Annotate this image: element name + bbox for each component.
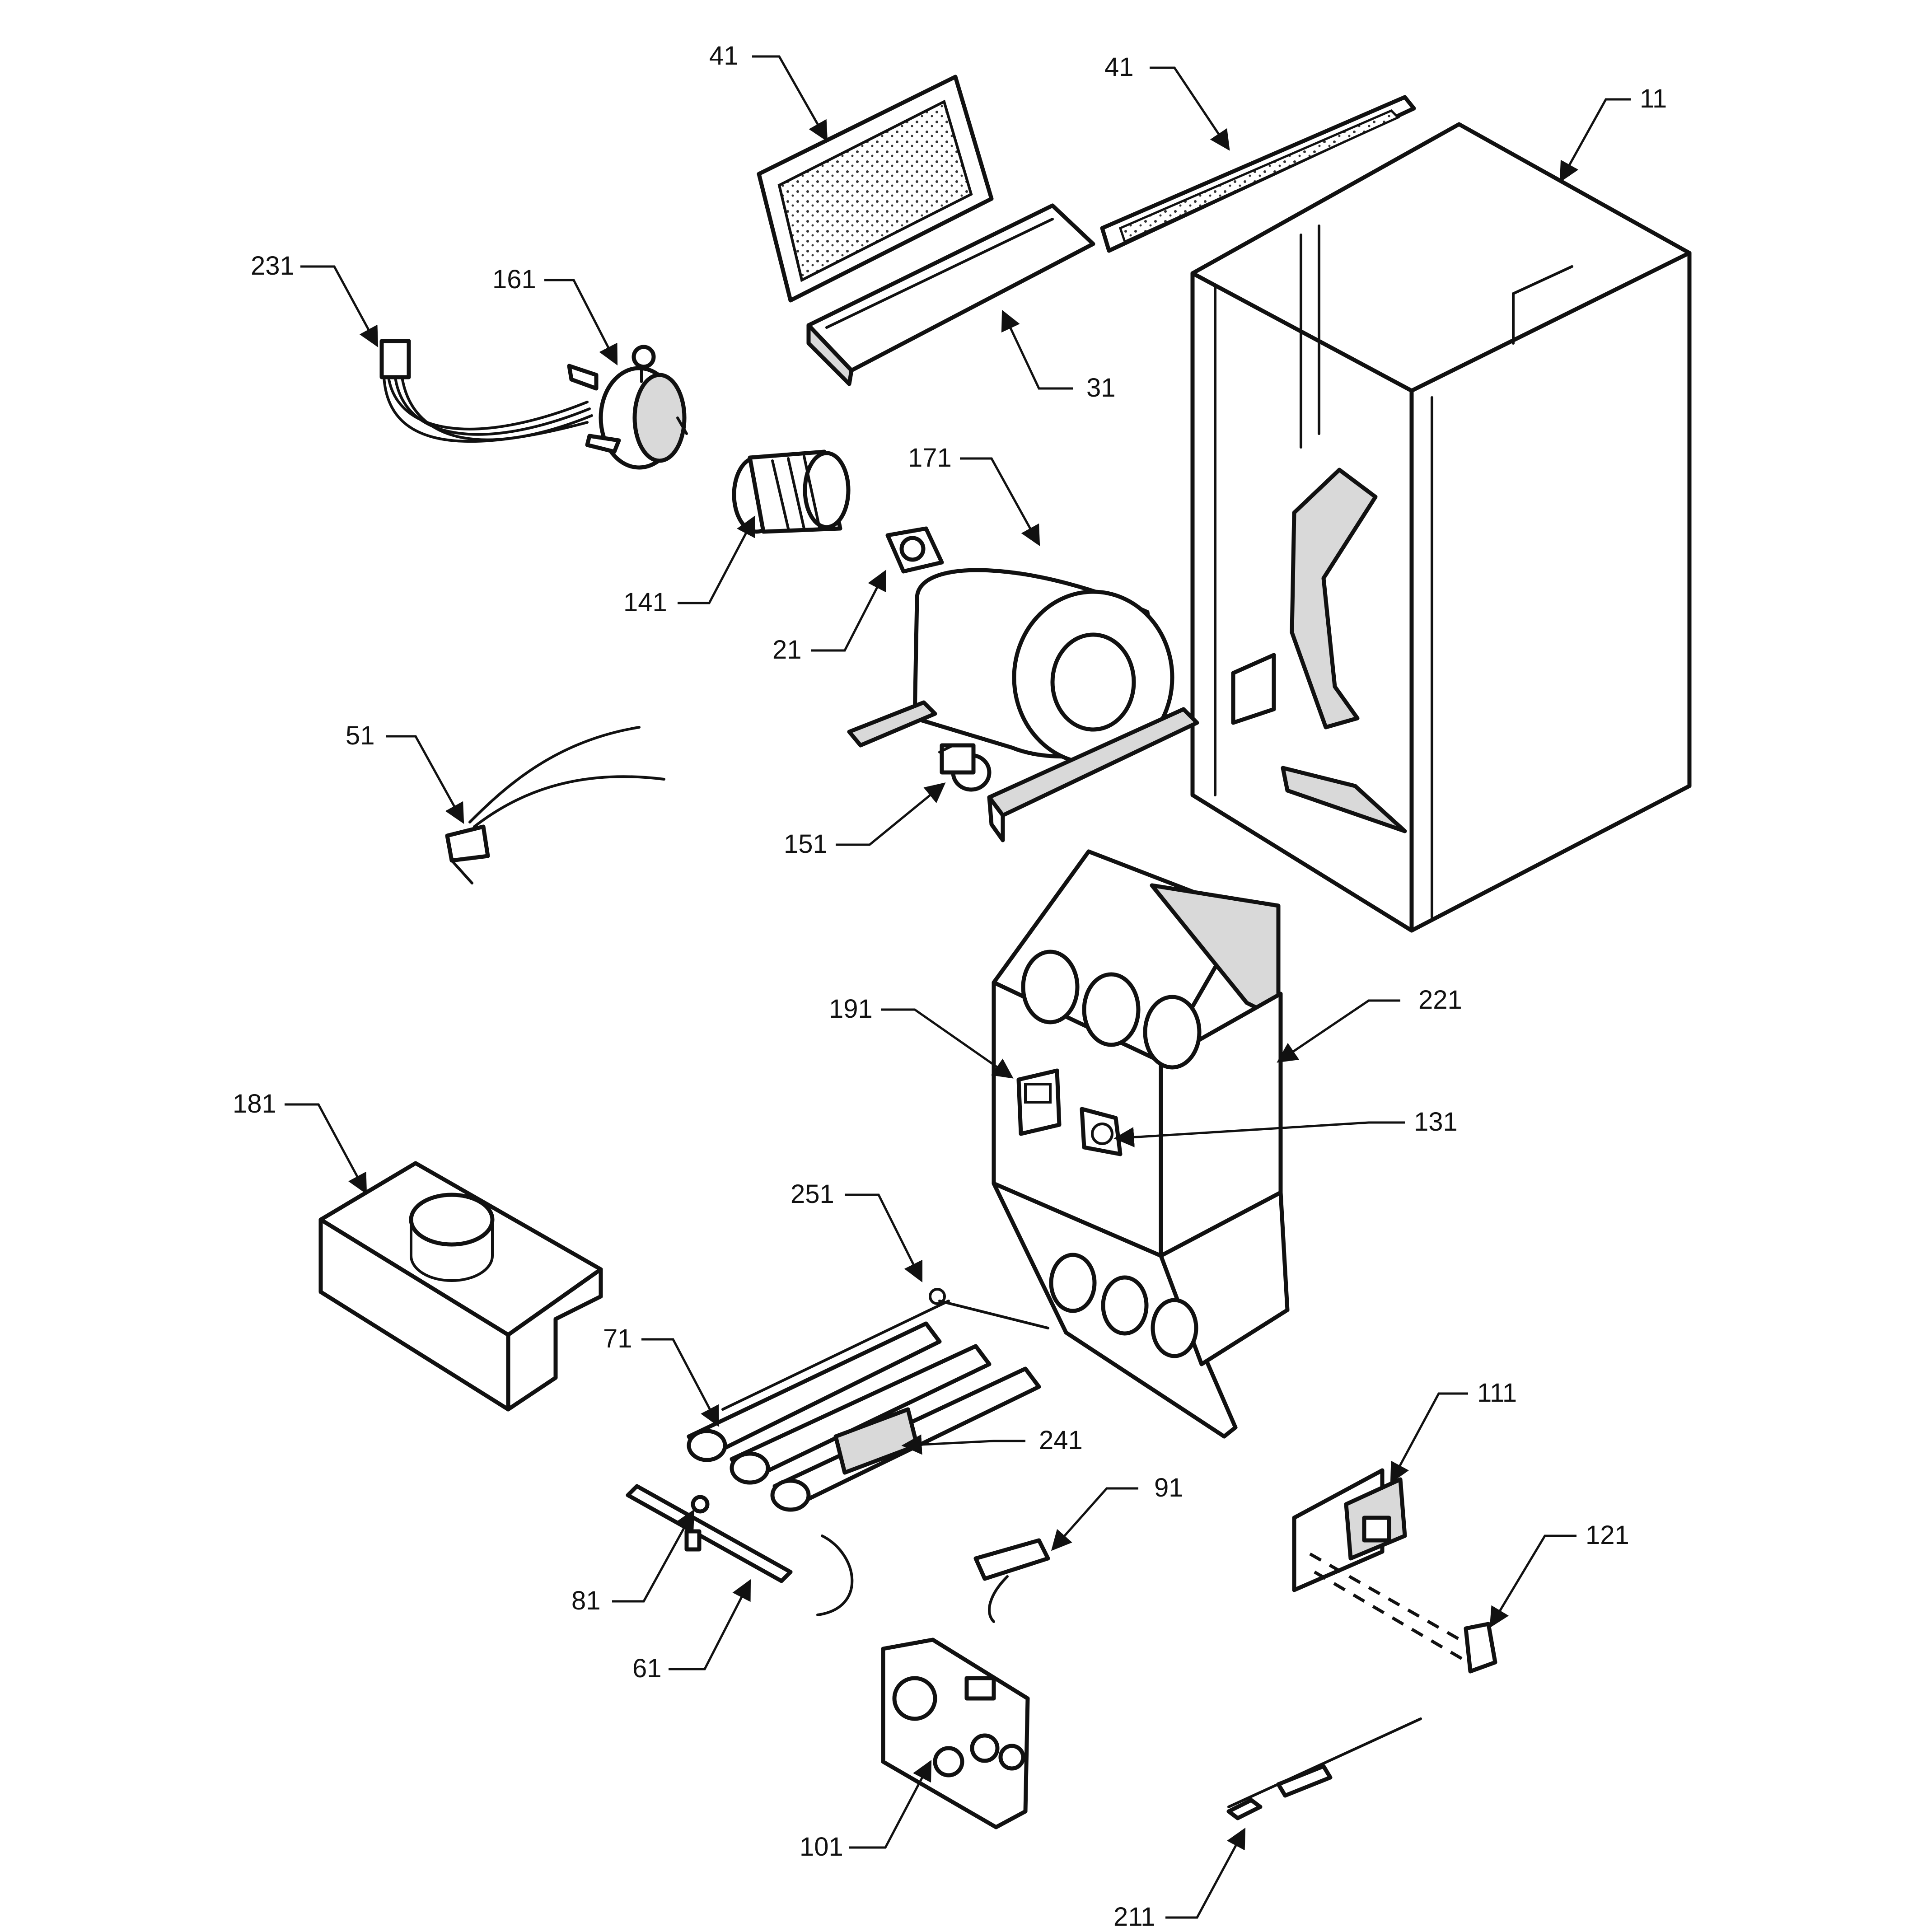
heat-exchanger-part bbox=[992, 849, 1290, 1439]
callout-label-91: 91 bbox=[1154, 1473, 1184, 1502]
filter-part-right bbox=[1100, 95, 1416, 253]
callout-label-141: 141 bbox=[623, 588, 667, 617]
relay-part bbox=[1309, 1552, 1497, 1674]
callout-111: 111 bbox=[1390, 1378, 1517, 1483]
callout-label-191: 191 bbox=[829, 994, 873, 1024]
thermocouple-part bbox=[1226, 1717, 1422, 1820]
callout-label-131: 131 bbox=[1414, 1107, 1458, 1137]
callout-label-61: 61 bbox=[632, 1654, 662, 1683]
filter-rack-part bbox=[806, 203, 1095, 386]
callout-151: 151 bbox=[784, 782, 946, 859]
callout-191: 191 bbox=[829, 994, 1014, 1079]
wiring-harness-part bbox=[379, 339, 593, 443]
callout-label-21: 21 bbox=[772, 635, 802, 664]
callout-label-181: 181 bbox=[233, 1089, 276, 1118]
burner-assembly-part bbox=[687, 1288, 1049, 1512]
callout-label-121: 121 bbox=[1586, 1520, 1629, 1550]
callout-61: 61 bbox=[632, 1579, 751, 1683]
callout-141: 141 bbox=[623, 515, 756, 617]
vent-box-part bbox=[318, 1161, 603, 1412]
callout-241: 241 bbox=[901, 1426, 1083, 1455]
callout-171: 171 bbox=[908, 443, 1040, 546]
callout-label-101: 101 bbox=[800, 1832, 843, 1862]
capacitor-part bbox=[938, 743, 992, 792]
callout-label-171: 171 bbox=[908, 443, 952, 472]
callout-161: 161 bbox=[492, 265, 618, 366]
blower-motor-part bbox=[567, 345, 688, 470]
callout-221: 221 bbox=[1277, 985, 1462, 1063]
callout-label-151: 151 bbox=[784, 829, 828, 859]
callout-label-71: 71 bbox=[603, 1324, 632, 1353]
callout-label-41-left: 41 bbox=[709, 41, 739, 70]
callout-41-right: 41 bbox=[1104, 52, 1230, 151]
callout-label-111: 111 bbox=[1477, 1378, 1517, 1408]
callout-91: 91 bbox=[1051, 1473, 1184, 1551]
filter-part-left bbox=[757, 75, 994, 303]
wire-assembly-part bbox=[445, 726, 665, 884]
callout-121: 121 bbox=[1489, 1520, 1629, 1628]
callout-51: 51 bbox=[346, 721, 464, 824]
callout-label-211: 211 bbox=[1113, 1902, 1155, 1932]
limit-control-part bbox=[885, 526, 944, 574]
callout-label-41-right: 41 bbox=[1104, 52, 1134, 82]
callout-101: 101 bbox=[800, 1760, 932, 1862]
blower-housing-part bbox=[847, 568, 1199, 842]
callout-211: 211 bbox=[1113, 1828, 1246, 1932]
callout-label-221: 221 bbox=[1418, 985, 1462, 1015]
callout-label-161: 161 bbox=[492, 265, 536, 294]
callout-81: 81 bbox=[571, 1509, 695, 1615]
cabinet-part bbox=[1190, 122, 1692, 933]
callout-label-81: 81 bbox=[571, 1586, 601, 1615]
rollout-sensor-part bbox=[1080, 1107, 1123, 1156]
gas-valve-part bbox=[881, 1637, 1030, 1829]
gas-manifold-part bbox=[626, 1484, 854, 1616]
callout-131: 131 bbox=[1113, 1107, 1458, 1147]
transformer-part bbox=[1292, 1468, 1407, 1592]
callout-label-51: 51 bbox=[346, 721, 375, 750]
pilot-assembly-part bbox=[973, 1538, 1050, 1623]
callout-41-left: 41 bbox=[709, 41, 828, 142]
callout-231: 231 bbox=[251, 251, 379, 347]
callout-label-31: 31 bbox=[1086, 373, 1116, 402]
callout-11: 11 bbox=[1559, 84, 1667, 182]
control-board-part bbox=[1016, 1068, 1062, 1136]
callout-21: 21 bbox=[772, 569, 887, 664]
callout-71: 71 bbox=[603, 1324, 720, 1427]
blower-wheel-part bbox=[732, 449, 851, 534]
callout-label-231: 231 bbox=[251, 251, 295, 281]
callout-181: 181 bbox=[233, 1089, 367, 1194]
callout-label-251: 251 bbox=[791, 1179, 834, 1209]
callout-31: 31 bbox=[1001, 309, 1116, 402]
callout-label-11: 11 bbox=[1640, 84, 1667, 113]
callout-label-241: 241 bbox=[1039, 1426, 1083, 1455]
callout-251: 251 bbox=[791, 1179, 923, 1283]
